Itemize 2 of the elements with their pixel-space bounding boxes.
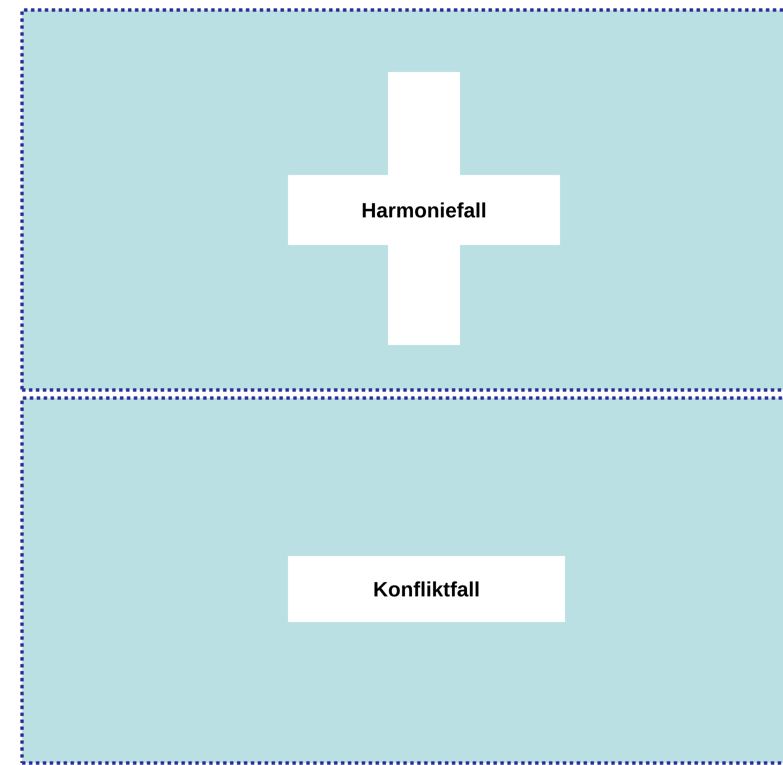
label-box: Konfliktfall [288,556,565,622]
dotted-panel [20,396,783,765]
